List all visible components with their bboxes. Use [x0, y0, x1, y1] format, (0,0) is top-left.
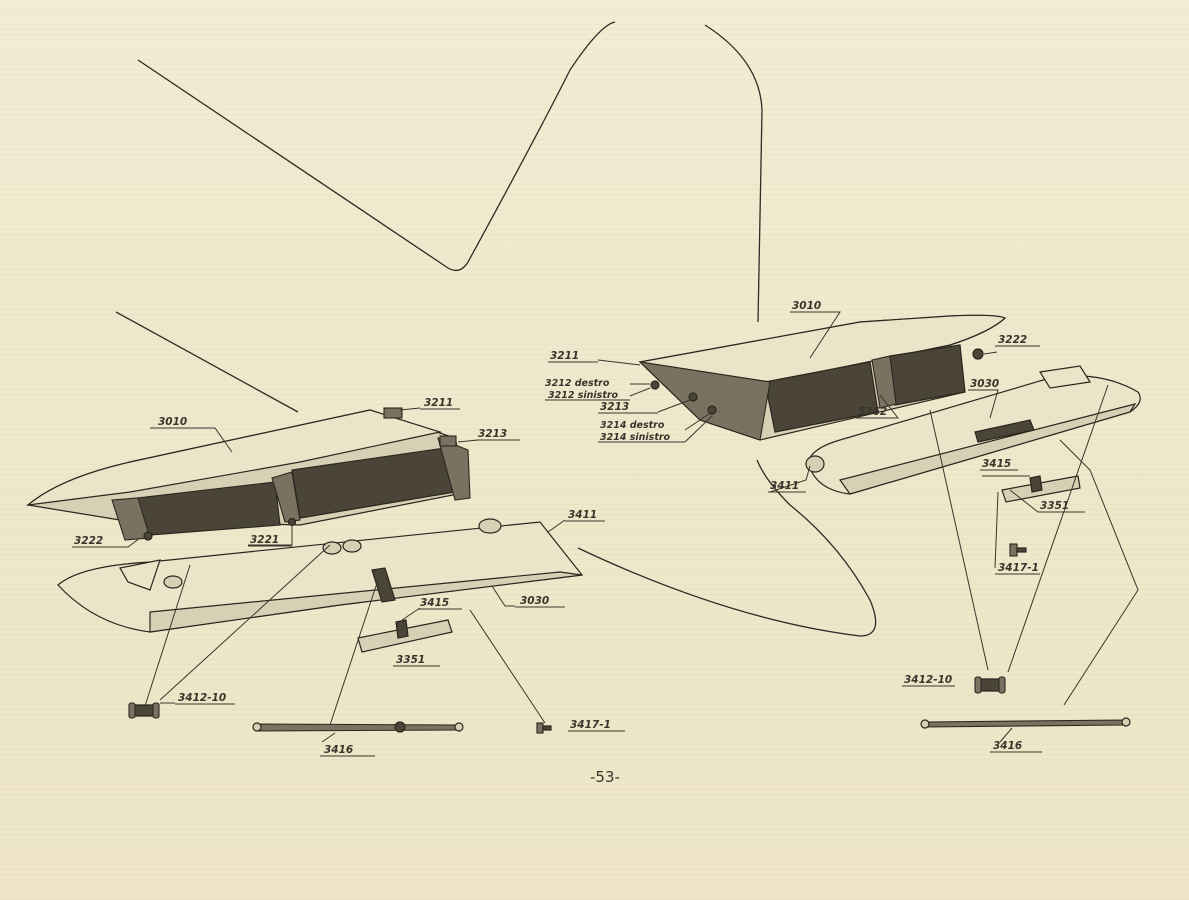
label-underlines [72, 311, 1085, 757]
outline-lines [115, 21, 877, 637]
left-leader-lines [110, 407, 566, 743]
label-right-3214-destro: 3214 destro [600, 420, 665, 431]
right-rod-3416 [920, 717, 1131, 729]
label-right-3211: 3211 [550, 350, 579, 362]
outline-line-lower-center [577, 459, 877, 637]
label-right-5762: 5762 [858, 406, 887, 418]
label-left-3221: 3221 [250, 534, 279, 546]
page-number: -53- [590, 768, 620, 786]
right-fixed-surface-3010 [638, 314, 1007, 441]
label-right-3222: 3222 [998, 334, 1027, 346]
label-left-3213: 3213 [478, 428, 507, 440]
label-right-3412-10: 3412-10 [904, 674, 952, 686]
label-right-3411: 3411 [770, 480, 799, 492]
label-left-3351: 3351 [396, 654, 425, 666]
label-right-3213: 3213 [600, 401, 629, 413]
label-left-3030: 3030 [520, 595, 549, 607]
label-left-3412-10: 3412-10 [178, 692, 226, 704]
label-right-3212-destro: 3212 destro [545, 378, 610, 389]
right-trim-tab-3351 [1001, 475, 1081, 503]
label-left-3415: 3415 [420, 597, 449, 609]
outline-line-lower-left [115, 311, 299, 413]
left-movable-surface-3030 [57, 518, 584, 633]
label-left-3416: 3416 [324, 744, 353, 756]
wing-outline-line-right [704, 24, 763, 323]
label-right-3415: 3415 [982, 458, 1011, 470]
left-screw-3417-1 [536, 722, 552, 734]
label-right-3351: 3351 [1040, 500, 1069, 512]
label-left-3010: 3010 [158, 416, 187, 428]
left-trim-tab-3351 [357, 619, 453, 653]
right-screw-3417-1 [1009, 543, 1027, 557]
label-left-3222: 3222 [74, 535, 103, 547]
left-fixed-surface-3010 [26, 407, 471, 541]
label-left-3211: 3211 [424, 397, 453, 409]
right-movable-surface-3030 [805, 365, 1141, 495]
label-right-3214-sinistro: 3214 sinistro [600, 432, 671, 443]
label-right-3030: 3030 [970, 378, 999, 390]
label-left-3411: 3411 [568, 509, 597, 521]
label-right-3416: 3416 [993, 740, 1022, 752]
label-right-3010: 3010 [792, 300, 821, 312]
label-right-3212-sinistro: 3212 sinistro [548, 390, 619, 401]
left-rod-3416 [252, 721, 464, 733]
right-leader-lines [597, 311, 1139, 743]
right-hinge-pin-3412-10 [974, 676, 1006, 694]
label-left-3417-1: 3417-1 [570, 719, 611, 731]
wing-outline-line-left [137, 21, 616, 272]
left-hinge-pin-3412-10 [128, 702, 160, 719]
label-right-3417-1: 3417-1 [998, 562, 1039, 574]
